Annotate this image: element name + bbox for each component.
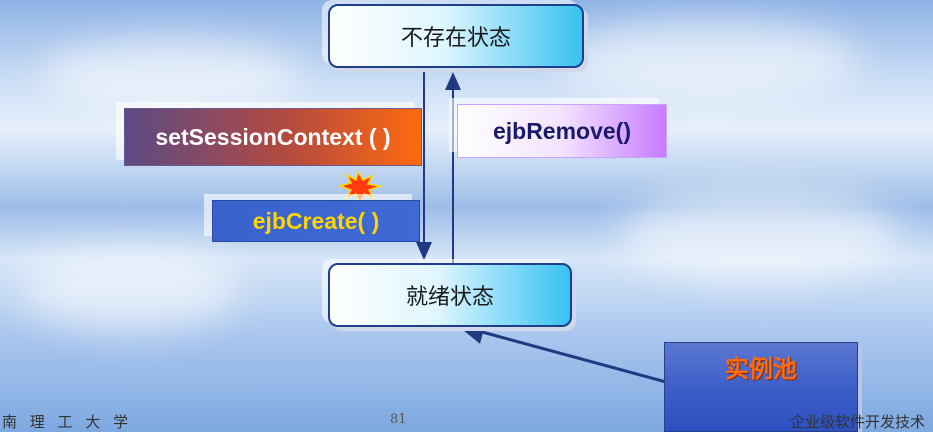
set-session-context-label: setSessionContext ( ) [155,123,391,150]
transition-ejb-create: ejbCreate( ) [212,200,420,242]
footer-course: 企业级软件开发技术 [789,413,925,431]
transition-set-session-context: setSessionContext ( ) [124,108,422,166]
transition-ejb-remove: ejbRemove() [457,104,667,158]
state-ready-label: 就绪状态 [405,285,494,310]
background-cloud [560,20,860,100]
instance-pool: 实例池 [664,342,858,432]
state-ready: 就绪状态 [328,263,572,327]
state-not-exist-label: 不存在状态 [400,26,511,51]
ejb-create-label: ejbCreate( ) [252,207,380,234]
background-cloud [40,40,300,110]
instance-pool-label: 实例池 [725,355,797,383]
footer-school: 南 理 工 大 学 [2,413,133,431]
ejb-remove-label: ejbRemove() [492,117,632,144]
state-not-exist: 不存在状态 [328,4,584,68]
arrow-pool-to-ready [457,320,667,384]
background-cloud [620,190,900,280]
starburst-icon [337,170,383,205]
slide-footer: 南 理 工 大 学 81 企业级软件开发技术 [0,410,933,432]
background-cloud [20,250,240,330]
footer-page-number: 81 [390,412,407,427]
